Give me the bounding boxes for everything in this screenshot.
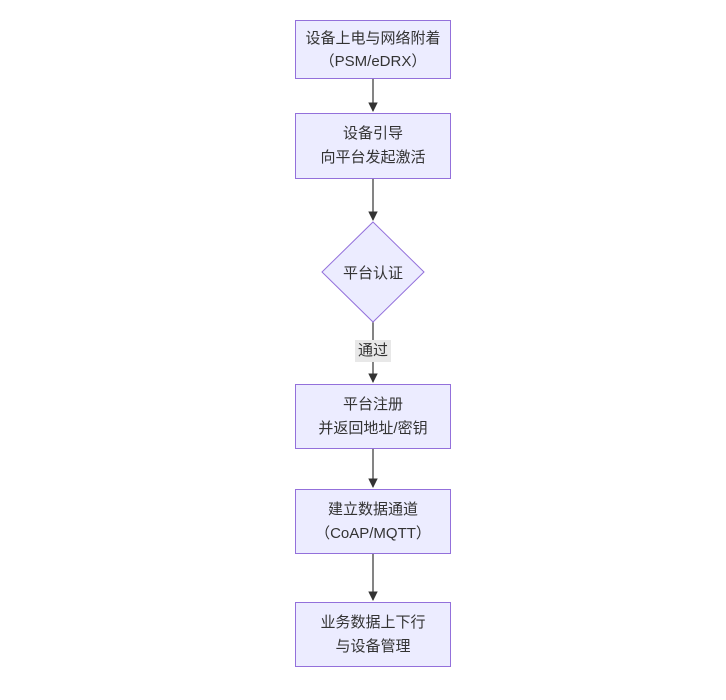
node-bootstrap-line1: 设备引导 <box>342 125 403 142</box>
node-power-attach-line1: 设备上电与网络附着 <box>305 29 441 47</box>
node-business-data-line2: 与设备管理 <box>335 637 411 655</box>
node-platform-register-line2: 并返回地址/密钥 <box>318 419 428 437</box>
node-platform-register-line1: 平台注册 <box>342 395 403 413</box>
node-data-channel: 建立数据通道 （CoAP/MQTT） <box>295 489 451 554</box>
node-power-attach: 设备上电与网络附着 （PSM/eDRX） <box>295 20 451 79</box>
node-bootstrap: 设备引导 向平台发起激活 <box>295 113 451 179</box>
node-business-data: 业务数据上下行 与设备管理 <box>295 602 451 667</box>
node-bootstrap-line2: 向平台发起激活 <box>320 149 426 166</box>
node-platform-auth-label: 平台认证 <box>342 264 403 282</box>
node-platform-auth-shape <box>321 221 425 323</box>
edge-label-pass: 通过 <box>354 340 392 362</box>
node-data-channel-line2: （CoAP/MQTT） <box>315 524 431 542</box>
node-platform-register: 平台注册 并返回地址/密钥 <box>295 384 451 449</box>
node-power-attach-line2: （PSM/eDRX） <box>319 52 427 70</box>
node-business-data-line1: 业务数据上下行 <box>320 613 426 631</box>
node-data-channel-line1: 建立数据通道 <box>327 500 418 518</box>
node-platform-auth: 平台认证 <box>322 222 424 322</box>
